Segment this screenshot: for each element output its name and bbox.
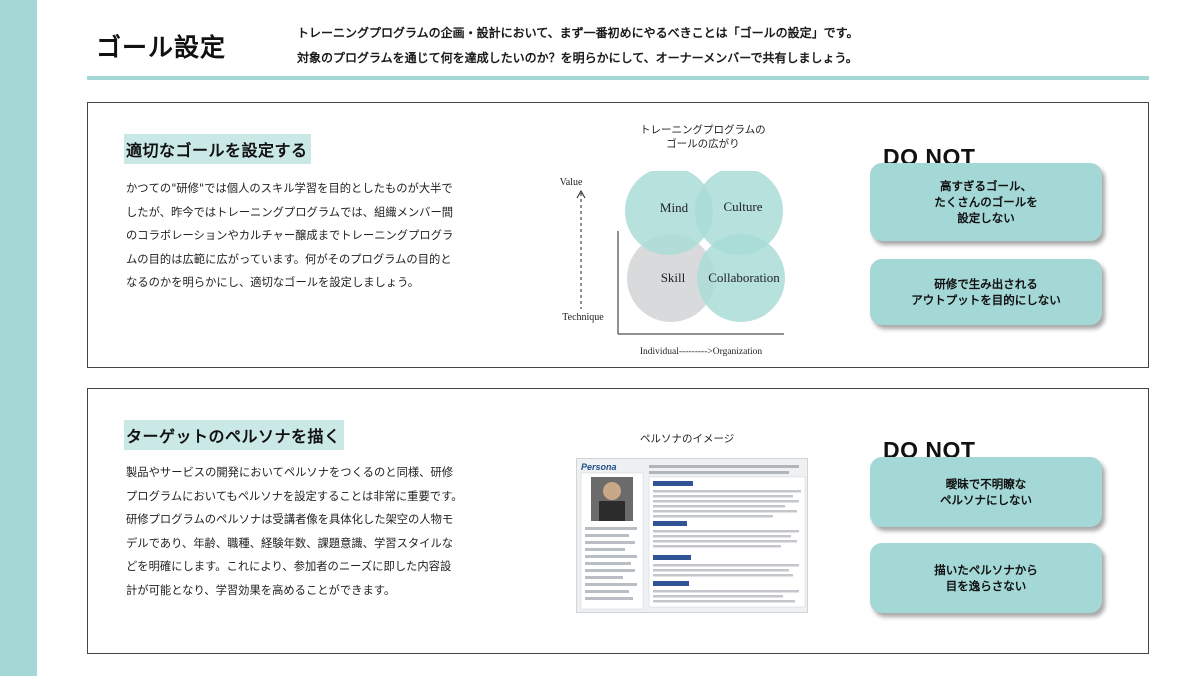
- do-not-item-line: アウトプットを目的にしない: [911, 293, 1061, 307]
- culture-label: Culture: [724, 199, 763, 214]
- collaboration-label: Collaboration: [708, 270, 780, 285]
- body-line: なるのかを明らかにし、適切なゴールを設定しましょう。: [126, 276, 420, 289]
- x-axis-label: Individual--------->Organization: [640, 347, 763, 357]
- header-description: トレーニングプログラムの企画・設計において、まず一番初めにやるべきことは「ゴール…: [297, 21, 858, 71]
- skill-label: Skill: [661, 270, 686, 285]
- section-heading: 適切なゴールを設定する: [124, 134, 311, 164]
- collaboration-circle: [697, 234, 785, 322]
- section-heading: ターゲットのペルソナを描く: [124, 420, 344, 450]
- side-accent-band: [0, 0, 37, 676]
- section-body: かつての"研修"では個人のスキル学習を目的としたものが大半で したが、昨今ではト…: [126, 177, 453, 295]
- body-line: かつての"研修"では個人のスキル学習を目的としたものが大半で: [126, 182, 453, 195]
- header-divider: [87, 76, 1149, 80]
- persona-sample-image: Persona: [576, 458, 808, 613]
- y-axis-bottom-label: Technique: [562, 312, 604, 323]
- body-line: プログラムにおいてもペルソナを設定することは非常に重要です。: [126, 489, 463, 503]
- body-line: したが、昨今ではトレーニングプログラムでは、組織メンバー間: [126, 205, 454, 219]
- do-not-item: 高すぎるゴール、 たくさんのゴールを 設定しない: [870, 163, 1102, 241]
- do-not-item: 描いたペルソナから 目を逸らさない: [870, 543, 1102, 613]
- body-line: 研修プログラムのペルソナは受講者像を具体化した架空の人物モ: [126, 513, 454, 526]
- do-not-item-line: ペルソナにしない: [940, 493, 1032, 507]
- y-axis-arrowhead: [576, 189, 586, 199]
- do-not-item-line: 目を逸らさない: [945, 579, 1027, 593]
- persona-logo: Persona: [581, 462, 617, 472]
- header-description-line: トレーニングプログラムの企画・設計において、まず一番初めにやるべきことは「ゴール…: [297, 26, 859, 40]
- do-not-item-line: 描いたペルソナから: [934, 563, 1038, 577]
- section-body: 製品やサービスの開発においてペルソナをつくるのと同様、研修 プログラムにおいても…: [126, 461, 463, 602]
- body-line: 製品やサービスの開発においてペルソナをつくるのと同様、研修: [126, 466, 454, 479]
- header-description-line: 対象のプログラムを通じて何を達成したいのか？を明らかにして、オーナーメンバーで共…: [297, 51, 858, 65]
- persona-sheet-illustration: Persona: [577, 459, 807, 612]
- diagram-title-line: ゴールの広がり: [666, 138, 740, 150]
- goal-setting-panel: 適切なゴールを設定する かつての"研修"では個人のスキル学習を目的としたものが大…: [87, 102, 1149, 368]
- body-line: デルであり、年齢、職種、経験年数、課題意識、学習スタイルな: [126, 536, 454, 550]
- mind-circle: [625, 171, 713, 255]
- do-not-item-line: たくさんのゴールを: [934, 195, 1038, 209]
- do-not-item: 曖昧で不明瞭な ペルソナにしない: [870, 457, 1102, 527]
- body-line: どを明確にします。これにより、参加者のニーズに即した内容設: [126, 560, 452, 573]
- do-not-item-line: 曖昧で不明瞭な: [945, 477, 1027, 491]
- do-not-item-line: 設定しない: [957, 211, 1015, 225]
- goal-expansion-diagram: Value Technique Mind Culture Skill Colla…: [560, 171, 785, 357]
- do-not-item: 研修で生み出される アウトプットを目的にしない: [870, 259, 1102, 325]
- diagram-title-line: トレーニングプログラムの: [640, 124, 766, 136]
- diagram-title: トレーニングプログラムの ゴールの広がり: [640, 123, 766, 151]
- persona-image-caption: ペルソナのイメージ: [640, 433, 735, 445]
- do-not-item-line: 研修で生み出される: [934, 277, 1038, 291]
- culture-circle: [695, 171, 783, 255]
- page-title: ゴール設定: [96, 33, 227, 62]
- body-line: ムの目的は広範に広がっています。何がそのプログラムの目的と: [126, 252, 452, 266]
- body-line: のコラボレーションやカルチャー醸成までトレーニングプログラ: [126, 229, 454, 242]
- do-not-item-line: 高すぎるゴール、: [940, 179, 1032, 193]
- y-axis-top-label: Value: [560, 177, 583, 188]
- mind-label: Mind: [660, 200, 689, 215]
- body-line: 計が可能となり、学習効果を高めることができます。: [126, 583, 396, 597]
- persona-panel: ターゲットのペルソナを描く 製品やサービスの開発においてペルソナをつくるのと同様…: [87, 388, 1149, 654]
- skill-circle: [627, 234, 715, 322]
